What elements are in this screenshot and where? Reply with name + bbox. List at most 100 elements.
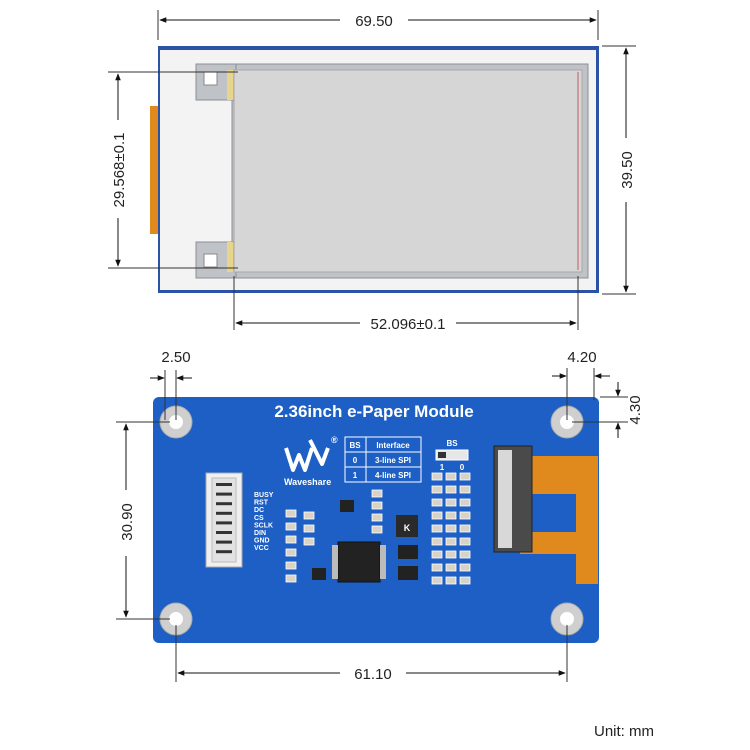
bs-switch-label: BS: [446, 439, 458, 448]
header-pin-8: [216, 550, 232, 554]
smd-part-20: [445, 511, 457, 520]
dim-hole-offset-top: 4.30: [572, 382, 644, 438]
zif-latch: [498, 450, 512, 548]
smd-part-34: [431, 576, 443, 585]
unit-note: Unit: mm: [594, 723, 654, 740]
frame-notch-top: [203, 71, 218, 86]
waveshare-logo: ® Waveshare: [284, 435, 338, 487]
mounting-hole-bottom-right: [550, 602, 584, 636]
dim-active-height: 29.568±0.1: [108, 71, 238, 269]
registered-mark: ®: [331, 435, 338, 445]
dim-active-width: 52.096±0.1: [233, 276, 579, 333]
transistor-bottom: [312, 568, 326, 580]
smd-part-22: [431, 524, 443, 533]
smd-part-39: [371, 513, 383, 522]
smd-part-18: [459, 498, 471, 507]
smd-part-32: [445, 563, 457, 572]
epaper-front-view: [150, 46, 599, 293]
smd-part-37: [371, 489, 383, 498]
brand-name: Waveshare: [284, 477, 331, 487]
dim-top-width-label: 69.50: [355, 13, 393, 30]
mounting-hole-top-left: [159, 405, 193, 439]
pin-label-sclk: SCLK: [254, 522, 273, 529]
bs-switch: BS 1 0: [435, 439, 469, 472]
inductor: [396, 515, 418, 537]
driver-ic: [337, 541, 381, 583]
bs-table-row0-interface: 3-line SPI: [375, 456, 411, 465]
smd-part-17: [445, 498, 457, 507]
smd-part-10: [431, 472, 443, 481]
header-pin-7: [216, 540, 232, 544]
driver-ic-leads-left: [332, 545, 338, 579]
smd-part-33: [459, 563, 471, 572]
pin-label-dc: DC: [254, 507, 264, 514]
header-pin-3: [216, 502, 232, 506]
header-pin-5: [216, 521, 232, 525]
dim-top-width: 69.50: [157, 10, 599, 40]
smd-components: [285, 472, 471, 585]
pin-label-vcc: VCC: [254, 545, 269, 552]
smd-part-30: [459, 550, 471, 559]
smd-part-3: [285, 535, 297, 544]
diode-mark: K: [404, 523, 411, 533]
fpc-cable-lower: [520, 532, 596, 554]
dim-outline-height-label: 39.50: [619, 151, 636, 189]
frame-notch-bottom: [203, 253, 218, 268]
smd-part-28: [431, 550, 443, 559]
dim-outline-height: 39.50: [602, 45, 636, 295]
header-pin-2: [216, 492, 232, 496]
smd-part-38: [371, 501, 383, 510]
header-pin-1: [216, 483, 232, 486]
frame-yellow-top: [227, 70, 233, 100]
pcb-back-view: 2.36inch e-Paper Module ® Waveshare BS I…: [153, 397, 599, 643]
dim-hole-offset-right-label: 4.20: [567, 349, 596, 366]
header-pins: [216, 483, 232, 554]
dim-active-height-label: 29.568±0.1: [111, 133, 128, 208]
pin-label-cs: CS: [254, 515, 264, 522]
smd-part-1: [285, 509, 297, 518]
smd-part-23: [445, 524, 457, 533]
smd-part-4: [285, 548, 297, 557]
pin-label-rst: RST: [254, 500, 269, 507]
bs-table-row1-bs: 1: [353, 471, 358, 480]
dim-pcb-hole-height: 30.90: [116, 421, 170, 620]
smd-part-14: [445, 485, 457, 494]
smd-part-11: [445, 472, 457, 481]
smd-part-7: [303, 511, 315, 520]
mosfet-2: [398, 566, 418, 580]
logo-n-mark: [308, 439, 330, 466]
frame-yellow-bottom: [227, 242, 233, 272]
driver-ic-leads-right: [380, 545, 386, 579]
smd-part-15: [459, 485, 471, 494]
bs-table-row1-interface: 4-line SPI: [375, 471, 411, 480]
smd-part-31: [431, 563, 443, 572]
dim-pcb-hole-width-label: 61.10: [354, 666, 392, 683]
bs-interface-table: BS Interface 0 3-line SPI 1 4-line SPI: [344, 436, 422, 483]
smd-part-5: [285, 561, 297, 570]
smd-part-25: [431, 537, 443, 546]
fpc-cable-side: [576, 456, 598, 584]
smd-part-40: [371, 525, 383, 534]
dim-active-width-label: 52.096±0.1: [371, 316, 446, 333]
board-title: 2.36inch e-Paper Module: [274, 402, 473, 421]
pin-label-busy: BUSY: [254, 492, 274, 499]
dim-hole-offset-right: 4.20: [552, 349, 610, 420]
smd-part-36: [459, 576, 471, 585]
dim-hole-offset-left-label: 2.50: [161, 349, 190, 366]
smd-part-16: [431, 498, 443, 507]
smd-part-21: [459, 511, 471, 520]
smd-part-24: [459, 524, 471, 533]
header-pin-6: [216, 531, 232, 534]
bs-table-header-bs: BS: [349, 441, 361, 450]
smd-part-2: [285, 522, 297, 531]
smd-part-19: [431, 511, 443, 520]
bs-table-row0-bs: 0: [353, 456, 358, 465]
smd-part-26: [445, 537, 457, 546]
dim-hole-offset-left: 2.50: [150, 349, 192, 420]
bs-switch-left: 1: [440, 463, 445, 472]
smd-part-8: [303, 524, 315, 533]
screen-active-area: [233, 69, 583, 273]
dim-hole-offset-top-label: 4.30: [627, 395, 644, 424]
